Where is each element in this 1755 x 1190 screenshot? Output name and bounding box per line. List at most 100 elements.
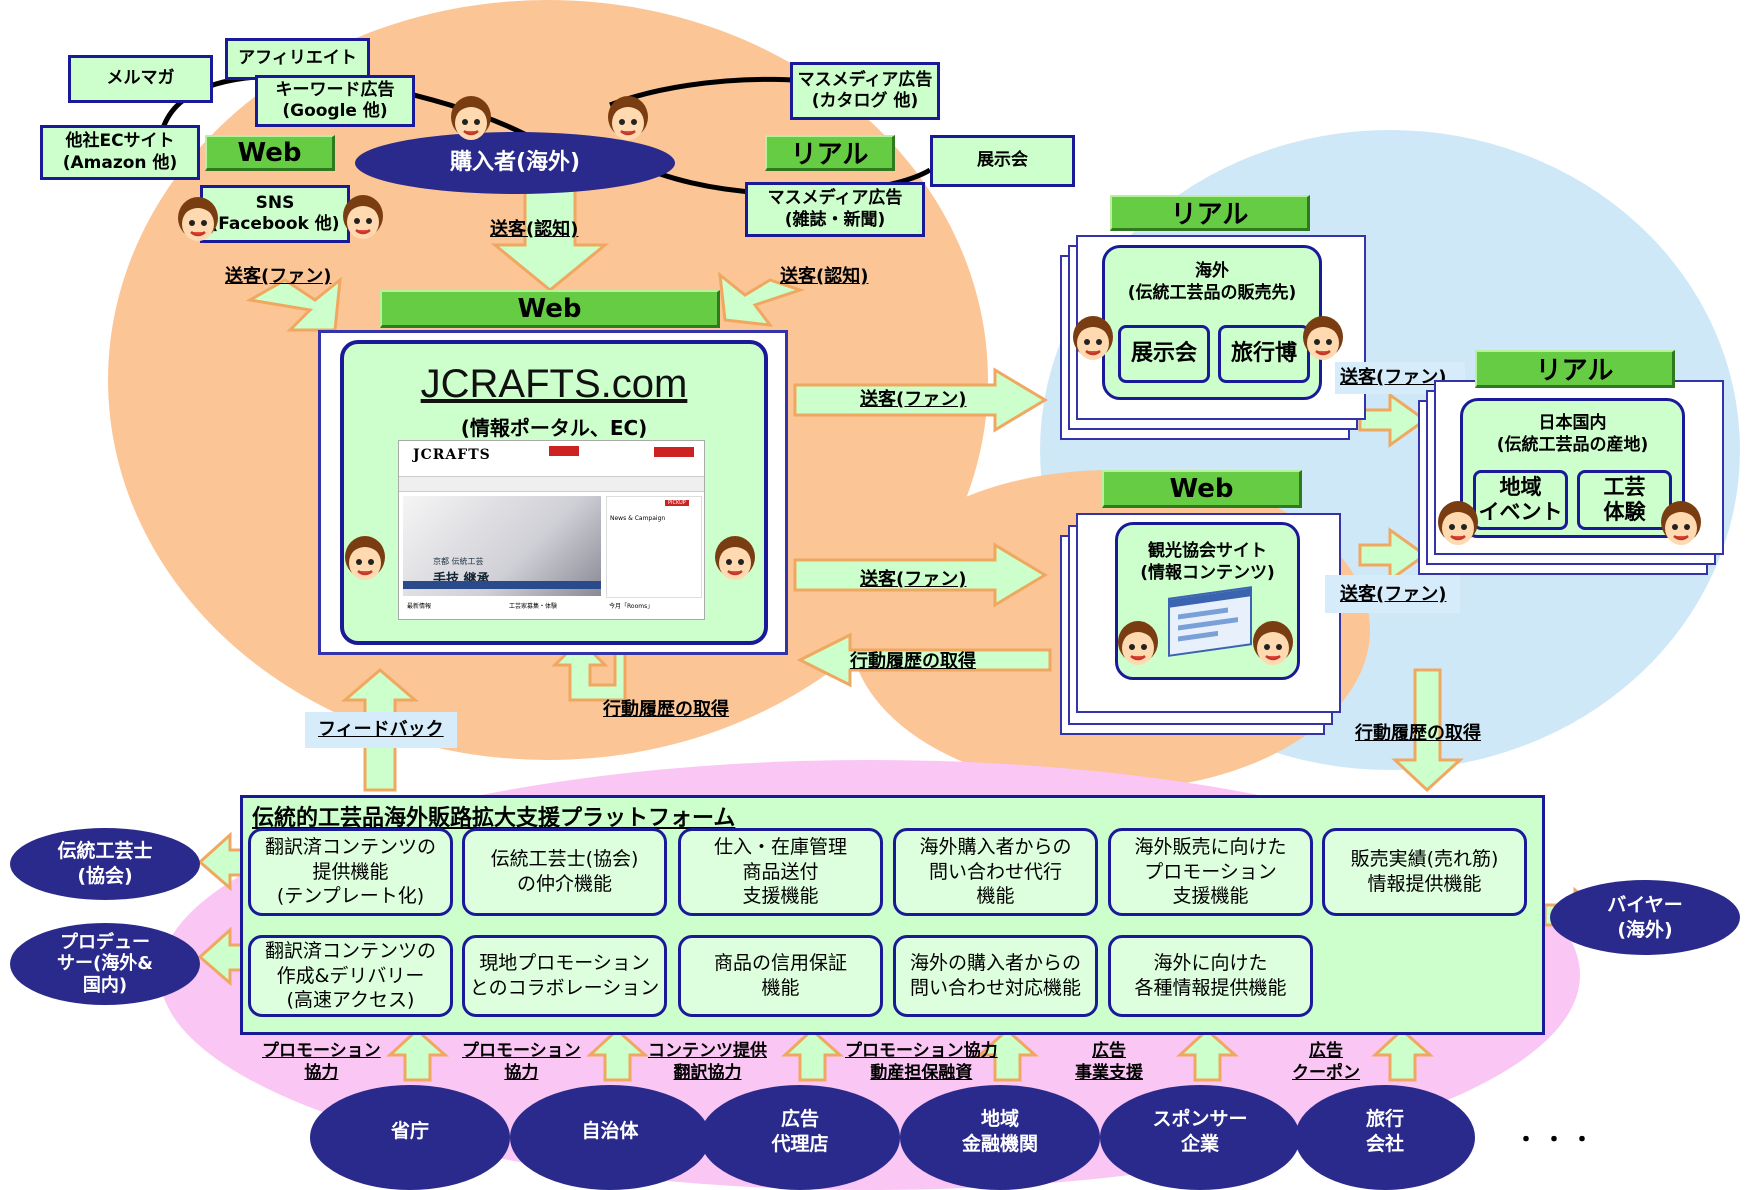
person-face-icon [340,194,386,248]
domestic-title: 日本国内 (伝統工芸品の産地) [1460,412,1685,456]
supporter-role-label: プロモーション協力動産担保融資 [845,1040,998,1084]
pickup-label: PICKUP [665,500,689,506]
platform-function-line: 問い合わせ代行 [928,860,1062,883]
buyer-oval: 購入者(海外) [355,132,675,194]
other-ec-label: 他社ECサイト [65,131,175,152]
overseas-title: 海外 (伝統工芸品の販売先) [1102,260,1322,304]
domestic-title-line1: 日本国内 [1538,413,1607,433]
platform-function-line: 海外購入者からの [919,835,1072,858]
news-title: News & Campaign [610,515,666,522]
domestic-event-line1: 地域 [1499,474,1542,499]
browser-line [1178,607,1228,620]
overseas-travelexpo-label: 旅行博 [1230,341,1297,367]
actor-craftsman: 伝統工芸士(協会) [10,828,200,900]
platform-function-line: (テンプレート化) [276,885,425,908]
affiliate-label: アフィリエイト [238,48,357,69]
person-face-icon [712,535,758,589]
send-aware-right-label: 送客(認知) [780,266,869,287]
supporter-name: 自治体 [581,1120,639,1143]
screenshot-navbar [399,476,704,492]
tourism-title: 観光協会サイト (情報コンテンツ) [1115,540,1300,584]
person-face-icon [342,535,388,589]
supporter-oval: 省庁 [310,1085,510,1190]
ellipsis: ・・・ [1515,1128,1600,1153]
sns-sub: (Facebook 他) [210,214,340,234]
actor-producer: プロデューサー(海外&国内) [10,923,200,1005]
person-face-icon [1070,315,1116,369]
other-ec-sub: (Amazon 他) [62,152,178,173]
overseas-travelexpo-box: 旅行博 [1218,325,1310,383]
platform-function-line: 商品送付 [742,860,819,883]
platform-function-box: 伝統工芸士(協会)の仲介機能 [462,828,667,916]
domestic-tag: リアル [1475,350,1675,388]
platform-function-line: 情報提供機能 [1367,873,1482,895]
platform-function-line: 作成&デリバリー [276,964,425,987]
screenshot-red-button [549,446,579,456]
platform-function-box: 商品の信用保証機能 [678,935,883,1017]
sns-label: SNS [255,192,295,213]
affiliate-box: アフィリエイト [225,38,370,80]
platform-function-box: 海外の購入者からの問い合わせ対応機能 [893,935,1098,1017]
platform-function-line: 翻訳済コンテンツの [264,939,436,962]
screenshot-banner: 京都 伝統工芸 手技 継承 [403,496,601,596]
platform-function-line: の仲介機能 [516,873,612,895]
other-ec-box: 他社ECサイト(Amazon 他) [40,125,200,180]
supporter-role-label: プロモーション協力 [262,1040,381,1084]
feedback-bg [305,712,457,748]
exhibition-label: 展示会 [977,150,1028,171]
real-tag-top: リアル [765,135,895,171]
banner-strip [403,581,601,589]
supporter-name: 代理店 [771,1132,829,1155]
actor-buyer: バイヤー(海外) [1550,880,1740,955]
jcrafts-screenshot: JCRAFTS 京都 伝統工芸 手技 継承 News & Campaign PI… [398,440,705,620]
person-face-icon [448,95,494,149]
jcrafts-title: JCRAFTS.com [420,362,688,406]
supporter-name: スポンサー [1152,1107,1248,1130]
mailmag-label: メルマガ [106,68,175,89]
platform-function-line: 仕入・在庫管理 [713,835,847,858]
domestic-craft-line1: 工芸 [1603,474,1646,499]
mass-magazine-sub: (雑誌・新聞) [784,209,886,230]
person-face-icon [1250,620,1296,674]
screenshot-col2: 工芸家募集・体験 [509,603,558,610]
screenshot-col1: 最新情報 [407,603,432,610]
platform-function-line: 機能 [761,977,800,999]
supporter-role-line: 協力 [504,1063,539,1084]
supporter-role-label: プロモーション協力 [462,1040,581,1084]
platform-function-box: 翻訳済コンテンツの作成&デリバリー(高速アクセス) [248,935,453,1017]
send-fan-overseas-label: 送客(ファン) [1340,367,1447,388]
platform-function-line: とのコラボレーション [469,977,660,999]
platform-function-line: 海外の購入者からの [909,952,1081,975]
banner-line1: 京都 伝統工芸 [433,557,484,566]
supporter-role-line: 動産担保融資 [870,1063,973,1084]
supporter-name: 広告 [780,1107,819,1130]
platform-function-line: 翻訳済コンテンツの [264,835,436,858]
supporter-role-line: 事業支援 [1075,1063,1143,1084]
person-face-icon [1658,500,1704,554]
supporter-oval: 自治体 [510,1085,710,1190]
supporter-oval: 広告代理店 [700,1085,900,1190]
overseas-title-line2: (伝統工芸品の販売先) [1127,283,1297,304]
supporter-role-line: 協力 [304,1063,339,1084]
platform-function-box: 販売実績(売れ筋)情報提供機能 [1322,828,1527,916]
actor-buyer-line2: (海外) [1617,918,1673,941]
actor-buyer-line1: バイヤー [1607,893,1683,916]
supporter-role-label: コンテンツ提供翻訳協力 [648,1040,767,1084]
supporter-oval: 地域金融機関 [900,1085,1100,1190]
web-tag-top: Web [205,135,335,171]
browser-line [1178,630,1218,642]
sns-box: SNS(Facebook 他) [200,185,350,243]
jcrafts-subtitle: (情報ポータル、EC) [460,416,648,440]
actor-producer-line2: サー(海外& [57,953,153,975]
send-fan-right1-label: 送客(ファン) [860,389,967,410]
platform-function-box: 海外購入者からの問い合わせ代行機能 [893,828,1098,916]
supporter-name: 省庁 [390,1120,429,1143]
domestic-craft-line2: 体験 [1603,500,1646,524]
keyword-ad-sub: (Google 他) [282,101,388,121]
supporter-name: 企業 [1180,1132,1219,1155]
browser-line [1178,617,1238,631]
keyword-ad-label: キーワード広告 [275,79,395,100]
behavior-label: 行動履歴の取得 [603,699,729,720]
feedback-label: フィードバック [318,719,444,740]
actor-producer-line1: プロデュー [60,931,150,953]
